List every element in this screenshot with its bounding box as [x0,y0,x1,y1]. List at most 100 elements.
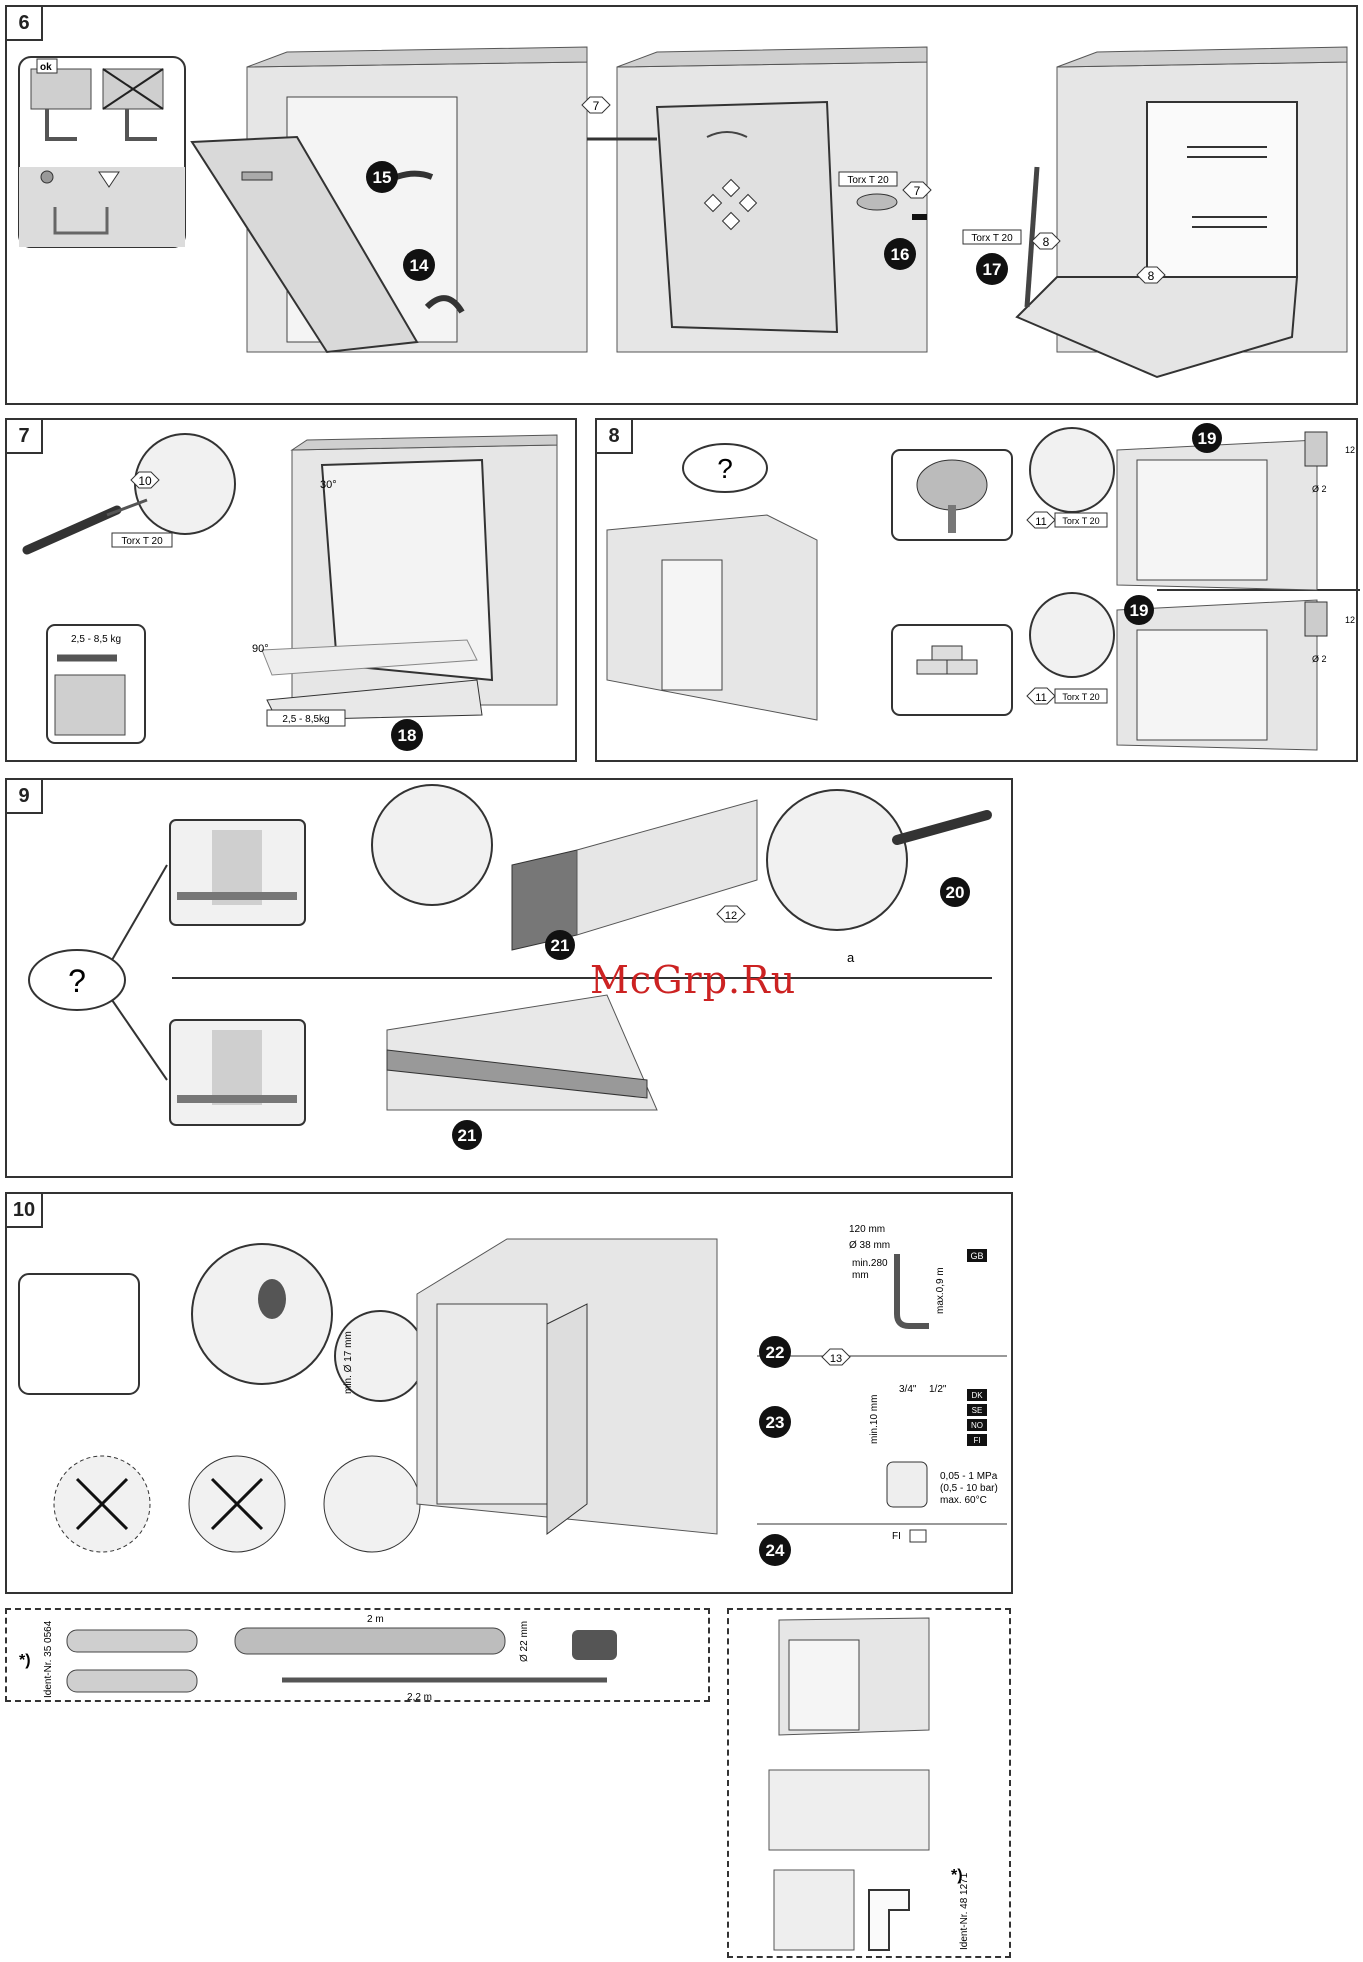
step-18: 18 [391,719,423,751]
dim-top: 12 Ø 2 [1304,431,1355,494]
panel-number: 7 [7,420,43,454]
panel-number: 10 [7,1194,43,1228]
svg-text:8: 8 [1148,269,1155,283]
blank-box [18,1273,140,1395]
ok-label: ok [40,62,52,73]
step-20: 20 [940,877,970,907]
step-21-top: 21 [545,930,575,960]
ok-icon [323,1455,421,1553]
step-23: 23 [759,1406,791,1438]
screw-ref-12: 12 [716,905,746,923]
weight-inset: 2,5 - 8,5 kg [46,624,146,744]
svg-text:max.0,9 m: max.0,9 m [935,1267,946,1314]
svg-text:Torx T 20: Torx T 20 [1062,692,1099,702]
accessories-ident: Ident-Nr. 35 0564 [43,1620,54,1698]
accessories-box: *) Ident-Nr. 35 0564 2 m Ø 22 mm 2,2 m [5,1608,710,1703]
svg-text:GB: GB [970,1251,983,1261]
screw-label-top: 11 Torx T 20 [1026,511,1108,529]
svg-text:12: 12 [1345,615,1355,625]
panel-number: 6 [7,7,43,41]
corner-kit-star: *) [951,1867,963,1884]
svg-text:a: a [847,950,855,965]
svg-text:12: 12 [1345,445,1355,455]
panel-6-illustration: ok 15 14 [18,46,1348,379]
torx-label-1: Torx T 20 [838,171,898,187]
cabinet-front-bottom [169,1019,306,1126]
step-24: 24 [759,1534,791,1566]
svg-text:15: 15 [373,168,392,187]
svg-text:17: 17 [983,260,1002,279]
watermark: McGrp.Ru [590,958,797,1002]
no-icon-2 [188,1455,286,1553]
panel-10: 10 min. Ø 17 mm 22 [5,1192,1013,1594]
screw-ref-7a: 7 [581,96,611,114]
step-19-top: 19 [1192,423,1222,453]
svg-text:10: 10 [138,474,152,488]
svg-text:13: 13 [830,1353,842,1365]
svg-text:Torx T 20: Torx T 20 [1062,516,1099,526]
inset-ok-notok: ok [18,56,186,248]
svg-text:Torx T 20: Torx T 20 [847,175,889,186]
svg-text:2,5 - 8,5kg: 2,5 - 8,5kg [282,714,329,725]
svg-text:8: 8 [1043,235,1050,249]
detail-top [1029,427,1318,591]
hose-len-2m: 2 m [367,1614,384,1625]
bricks-icon [891,624,1013,716]
svg-text:90°: 90° [252,643,269,655]
svg-text:20: 20 [946,883,965,902]
panel-10-illustration: min. Ø 17 mm 22 23 24 [18,1224,1007,1566]
step-16: 16 [884,238,916,270]
panel-9: 9 ? 12 a 21 [5,778,1013,1178]
svg-text:21: 21 [551,936,570,955]
hose-len-2-2m: 2,2 m [407,1692,432,1703]
question-cloud: ? [28,949,126,1011]
svg-text:?: ? [717,453,733,484]
svg-text:12: 12 [725,910,737,922]
cabinet [261,434,558,721]
step-19-bottom: 19 [1124,595,1154,625]
svg-text:mm: mm [852,1270,869,1281]
svg-text:30°: 30° [320,479,337,491]
panel-7: 7 10 Torx T 20 2,5 - 8,5 kg 30° [5,418,577,762]
screw-ref-13: 13 [821,1348,851,1366]
svg-text:Torx T 20: Torx T 20 [971,233,1013,244]
dim-bottom: 12 Ø 2 [1304,601,1355,664]
corner-kit-box: *) Ident-Nr. 48 1271 [727,1608,1011,1958]
cabinet-3 [1015,46,1348,379]
screw-ref-8b: 8 [1136,266,1166,284]
siphon-specs: 120 mm Ø 38 mm min.280 mm max.0,9 m GB [849,1224,987,1329]
panel-9-illustration: ? 12 a 21 20 [28,784,992,1150]
svg-text:Ø 2: Ø 2 [1312,654,1327,664]
svg-text:19: 19 [1130,601,1149,620]
angle-30-label: 30° [320,479,337,491]
svg-text:Ø 2: Ø 2 [1312,484,1327,494]
torx-label: Torx T 20 [111,532,173,548]
screw-ref-7b: 7 [902,181,932,199]
panel-8-illustration: ? 19 [606,423,1360,751]
svg-text:max. 60°C: max. 60°C [940,1495,987,1506]
step-17: 17 [976,253,1008,285]
panel-7-illustration: 10 Torx T 20 2,5 - 8,5 kg 30° 90° 2,5 - [22,433,558,751]
cabinet-2 [587,46,928,353]
sink-cabinet [416,1238,718,1535]
svg-text:min.10 mm: min.10 mm [869,1395,880,1444]
svg-text:min.280: min.280 [852,1258,888,1269]
screw-ref-10: 10 [130,471,160,489]
step-15: 15 [366,161,398,193]
min-dia-label: min. Ø 17 mm [343,1331,354,1394]
angle-90-label: 90° [252,643,269,655]
accessories-illustration: *) Ident-Nr. 35 0564 2 m Ø 22 mm 2,2 m [19,1614,617,1703]
svg-text:7: 7 [914,184,921,198]
detail-bottom [1029,592,1318,751]
svg-text:11: 11 [1035,516,1046,528]
svg-text:Torx T 20: Torx T 20 [121,536,163,547]
screw-ref-8a: 8 [1031,232,1061,250]
svg-text:7: 7 [593,99,600,113]
hose-dia: Ø 22 mm [519,1621,530,1662]
svg-text:24: 24 [766,1541,785,1560]
svg-text:18: 18 [398,726,417,745]
corner-kit-ident: Ident-Nr. 48 1271 [959,1872,970,1950]
question-cloud: ? [682,443,768,493]
weight-label: 2,5 - 8,5kg [266,709,346,727]
svg-text:FI: FI [892,1531,901,1542]
